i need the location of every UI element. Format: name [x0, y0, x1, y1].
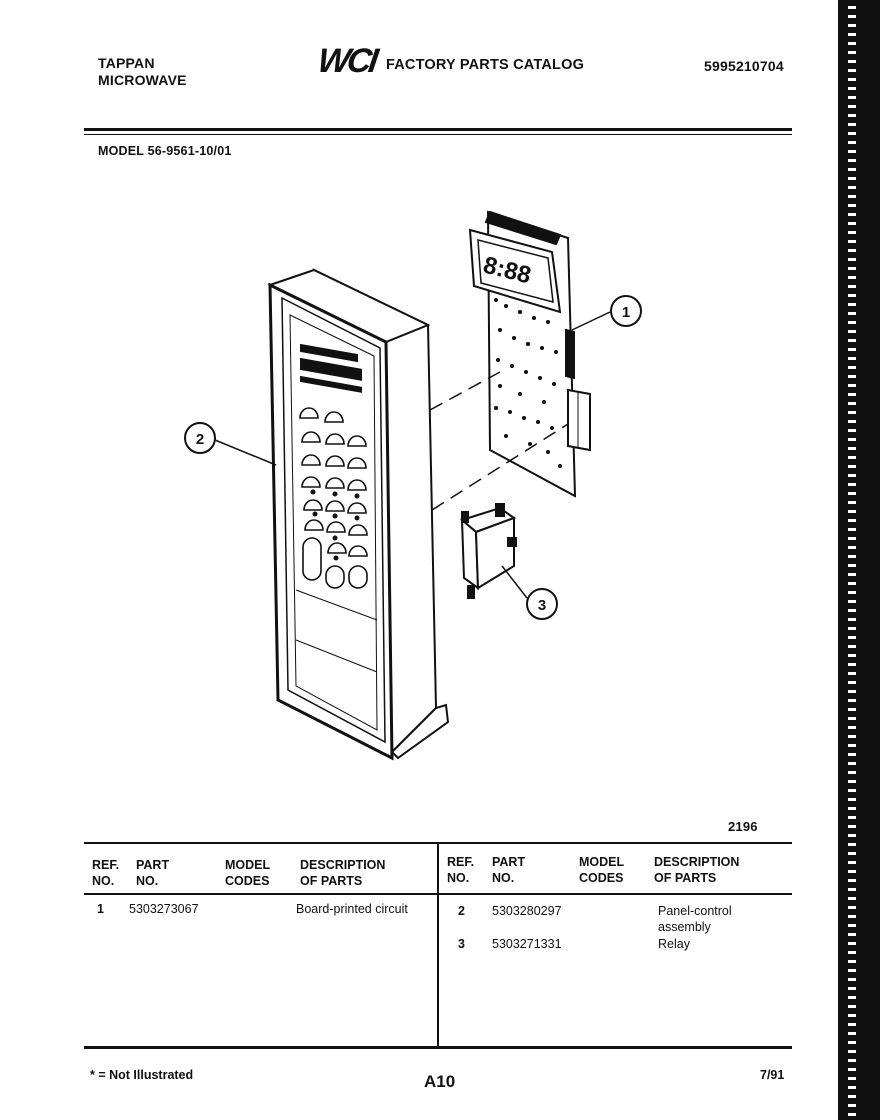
panel-control-assembly: [267, 268, 450, 761]
page-edge-shadow: [838, 0, 880, 1120]
brand-line-2: MICROWAVE: [98, 72, 187, 88]
callout-2-circle: [184, 422, 216, 454]
header-rule-top: [84, 128, 792, 131]
footer-date: 7/91: [760, 1068, 785, 1082]
printed-circuit-board: [468, 210, 591, 498]
footer-note: * = Not Illustrated: [90, 1068, 194, 1082]
table-row-1-ref: 1: [97, 902, 104, 916]
panel-display-area: [300, 343, 362, 393]
relay: [459, 503, 517, 599]
keypad-buttons: [299, 407, 368, 589]
table-row-2-ref: 2: [458, 904, 465, 918]
model-number: MODEL 56-9561-10/01: [98, 144, 232, 158]
alignment-lines: [429, 371, 569, 511]
callout-3: 3: [538, 597, 546, 614]
callout-1-circle: [610, 295, 642, 327]
brand-line-1: TAPPAN: [98, 55, 155, 71]
callout-2: 2: [196, 431, 204, 448]
catalog-number: 5995210704: [704, 58, 784, 74]
drawing-number: 2196: [728, 819, 758, 834]
table-row-1-part: 5303273067: [129, 902, 199, 916]
table-row-3-desc: Relay: [658, 937, 690, 951]
callout-3-circle: [526, 588, 558, 620]
board-components: [494, 298, 562, 468]
table-row-3-ref: 3: [458, 937, 465, 951]
table-bottom-rule: [84, 1046, 792, 1049]
table-row-1-desc: Board-printed circuit: [296, 902, 408, 916]
callout-1: 1: [622, 304, 630, 321]
catalog-title: FACTORY PARTS CATALOG: [386, 57, 585, 73]
page-number: A10: [424, 1072, 456, 1091]
table-divider: [437, 842, 439, 1048]
page-edge-binding: [848, 0, 856, 1120]
callout-leaders: [214, 311, 611, 599]
header-ref-no-left: REF.NO.: [92, 858, 120, 888]
exploded-parts-diagram: 8:88 1 2 3: [184, 210, 642, 761]
table-row-3-part: 5303271331: [492, 937, 562, 951]
header-rule-bottom: [84, 134, 792, 135]
header-ref-no-right: REF.NO.: [447, 855, 475, 885]
table-row-2-part: 5303280297: [492, 904, 562, 918]
brand-name: TAPPAN MICROWAVE: [98, 55, 187, 89]
table-row-2-desc: Panel-control assembly: [658, 904, 732, 934]
